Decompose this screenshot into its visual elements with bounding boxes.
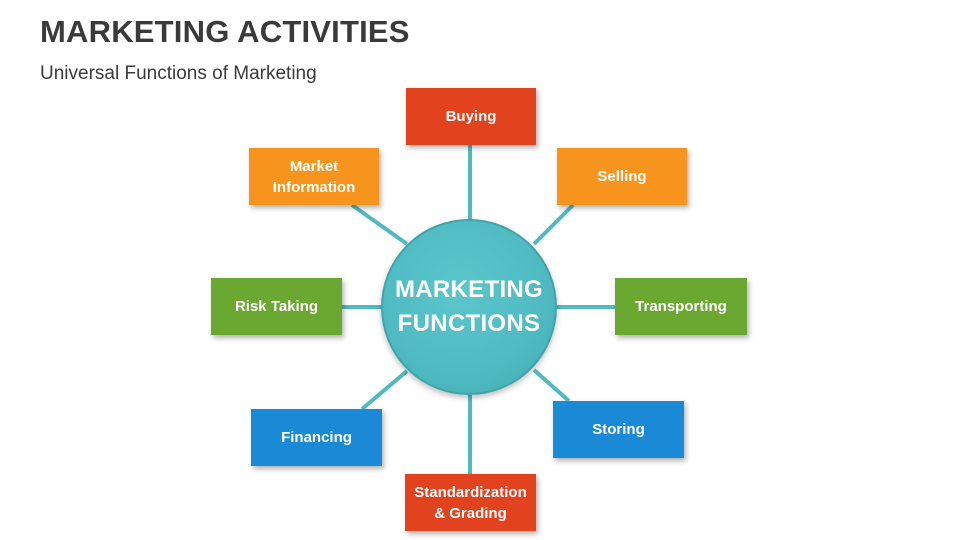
- connector-selling: [532, 203, 575, 246]
- node-label: Risk Taking: [234, 298, 319, 315]
- node-transporting: Transporting: [615, 278, 747, 335]
- node-label: Transporting: [635, 298, 727, 315]
- node-label: Storing: [592, 421, 645, 438]
- node-financing: Financing: [251, 409, 382, 466]
- page-subtitle: Universal Functions of Marketing: [40, 63, 317, 84]
- node-market-information: Market Information: [249, 148, 379, 205]
- node-buying: Buying: [406, 88, 536, 145]
- hub-label-line2: FUNCTIONS: [397, 310, 541, 337]
- node-risk-taking: Risk Taking: [211, 278, 342, 335]
- node-label: Buying: [445, 108, 497, 125]
- node-label: Selling: [597, 168, 647, 185]
- connector-market-information: [350, 203, 409, 246]
- node-label: Financing: [281, 429, 352, 446]
- marketing-functions-hub: MARKETING FUNCTIONS: [381, 219, 557, 395]
- connector-storing: [532, 368, 571, 403]
- node-storing: Storing: [553, 401, 684, 458]
- connector-financing: [360, 369, 409, 411]
- node-selling: Selling: [557, 148, 687, 205]
- node-label: Standardization & Grading: [414, 483, 527, 522]
- node-label: Market Information: [272, 157, 356, 196]
- page-title: MARKETING ACTIVITIES: [40, 14, 410, 49]
- node-standardization-grading: Standardization & Grading: [405, 474, 536, 531]
- hub-label-line1: MARKETING: [394, 276, 544, 303]
